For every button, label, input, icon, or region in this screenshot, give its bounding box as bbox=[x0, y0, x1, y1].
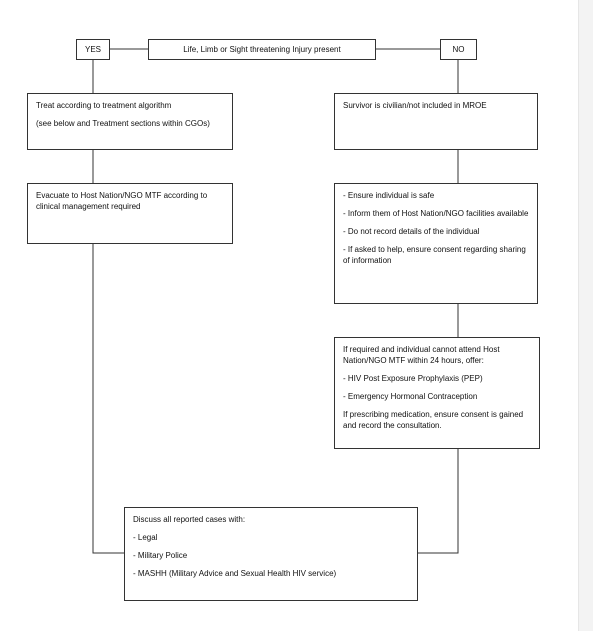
no-label: NO bbox=[452, 45, 465, 54]
discuss-item-2: - Military Police bbox=[133, 551, 188, 560]
no-label-box: NO bbox=[440, 39, 477, 60]
discuss-intro: Discuss all reported cases with: bbox=[133, 515, 246, 524]
ensure-item-2: - Inform them of Host Nation/NGO facilit… bbox=[343, 209, 529, 218]
ensure-item-4: - If asked to help, ensure consent regar… bbox=[343, 245, 526, 265]
ensure-item-1: - Ensure individual is safe bbox=[343, 191, 435, 200]
treat-box: Treat according to treatment algorithm (… bbox=[27, 93, 233, 150]
evacuate-text: Evacuate to Host Nation/NGO MTF accordin… bbox=[36, 191, 208, 211]
required-outro: If prescribing medication, ensure consen… bbox=[343, 410, 524, 430]
decision-box: Life, Limb or Sight threatening Injury p… bbox=[148, 39, 376, 60]
discuss-item-3: - MASHH (Military Advice and Sexual Heal… bbox=[133, 569, 337, 578]
required-item-1: - HIV Post Exposure Prophylaxis (PEP) bbox=[343, 374, 483, 383]
survivor-box: Survivor is civilian/not included in MRO… bbox=[334, 93, 538, 150]
decision-text: Life, Limb or Sight threatening Injury p… bbox=[183, 45, 341, 54]
required-box: If required and individual cannot attend… bbox=[334, 337, 540, 449]
connector-required-discuss bbox=[418, 449, 459, 554]
treat-line-1: Treat according to treatment algorithm bbox=[36, 101, 172, 110]
scrollbar[interactable] bbox=[578, 0, 593, 631]
discuss-box: Discuss all reported cases with: - Legal… bbox=[124, 507, 418, 601]
required-intro: If required and individual cannot attend… bbox=[343, 345, 500, 365]
discuss-item-1: - Legal bbox=[133, 533, 158, 542]
ensure-box: - Ensure individual is safe - Inform the… bbox=[334, 183, 538, 304]
yes-label: YES bbox=[84, 45, 101, 54]
yes-label-box: YES bbox=[76, 39, 110, 60]
connector-evacuate-discuss bbox=[92, 244, 124, 554]
treat-line-2: (see below and Treatment sections within… bbox=[36, 119, 210, 128]
ensure-item-3: - Do not record details of the individua… bbox=[343, 227, 480, 236]
survivor-text: Survivor is civilian/not included in MRO… bbox=[343, 101, 487, 110]
required-item-2: - Emergency Hormonal Contraception bbox=[343, 392, 478, 401]
evacuate-box: Evacuate to Host Nation/NGO MTF accordin… bbox=[27, 183, 233, 244]
